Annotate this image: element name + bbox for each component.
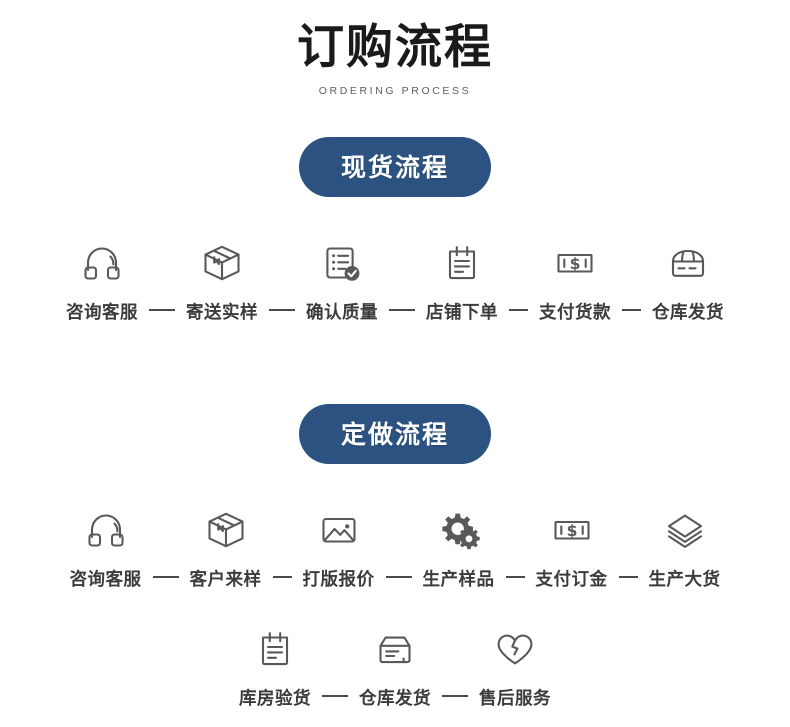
flow-step-warehouse-shipping-2[interactable]: 仓库发货 (339, 619, 451, 710)
flow-connector (269, 308, 295, 311)
page-title: 订购流程 (297, 20, 493, 75)
flow-step-label: 店铺下单 (426, 302, 498, 323)
package-box-icon (203, 500, 249, 560)
flow-step-send-sample[interactable]: 寄送实样 (166, 233, 278, 324)
heart-icon (492, 619, 538, 679)
flow-connector (385, 575, 412, 578)
headset-icon (79, 233, 125, 293)
clipboard-notepad-icon (252, 619, 298, 679)
flow-step-label: 打版报价 (302, 569, 375, 590)
svg-text:$: $ (570, 255, 581, 273)
flow-step-label: 库房验货 (239, 688, 311, 709)
flow-step-customer-sample[interactable]: 客户来样 (170, 500, 282, 591)
flow-step-label: 生产大货 (648, 569, 721, 590)
section-pill-custom-made[interactable]: 定做流程 (298, 403, 491, 464)
picture-image-icon (316, 500, 362, 560)
flow-step-label: 咨询客服 (69, 569, 142, 590)
flow-step-label: 仓库发货 (359, 688, 431, 709)
shipping-box-icon (372, 619, 418, 679)
flow-step-place-order[interactable]: 店铺下单 (406, 233, 518, 324)
checklist-document-icon (319, 233, 365, 293)
section-pill-in-stock[interactable]: 现货流程 (298, 136, 491, 197)
flow-step-label: 确认质量 (306, 302, 378, 323)
flow-step-pay-deposit[interactable]: $ 支付订金 (516, 500, 628, 591)
flow-step-label: 售后服务 (479, 688, 551, 709)
page-subtitle: ORDERING PROCESS (318, 84, 472, 97)
flow-step-label: 支付订金 (535, 569, 608, 590)
flow-connector (389, 308, 415, 311)
flow-connector (152, 575, 179, 578)
flow-step-warehouse-inspection[interactable]: 库房验货 (219, 619, 331, 710)
headset-icon (83, 500, 129, 560)
flow-step-label: 客户来样 (189, 569, 262, 590)
flow-step-warehouse-shipping[interactable]: 仓库发货 (632, 233, 744, 324)
flow-step-sample-quote[interactable]: 打版报价 (283, 500, 395, 591)
flow-row-in-stock: 咨询客服 寄送实样 (0, 233, 790, 324)
money-bill-icon: $ (549, 500, 595, 560)
flow-step-produce-sample[interactable]: 生产样品 (403, 500, 515, 591)
flow-step-label: 生产样品 (422, 569, 495, 590)
flow-step-label: 仓库发货 (652, 302, 724, 323)
flow-step-label: 支付货款 (539, 302, 611, 323)
flow-step-after-sales[interactable]: 售后服务 (459, 619, 571, 710)
svg-text:$: $ (566, 522, 577, 540)
flow-connector (505, 575, 525, 578)
flow-step-confirm-quality[interactable]: 确认质量 (286, 233, 398, 324)
package-box-icon (199, 233, 245, 293)
flow-connector (442, 694, 468, 697)
flow-connector (618, 575, 638, 578)
flow-row-custom-made-1: 咨询客服 客户来样 (0, 500, 790, 591)
flow-row-custom-made-2: 库房验货 仓库发货 售后服 (0, 619, 790, 710)
flow-connector (272, 575, 292, 578)
flow-step-label: 寄送实样 (186, 302, 258, 323)
flow-step-label: 咨询客服 (66, 302, 138, 323)
money-bill-icon: $ (552, 233, 598, 293)
layers-stack-icon (662, 500, 708, 560)
flow-step-consult-service[interactable]: 咨询客服 (46, 233, 158, 324)
gears-icon (436, 500, 482, 560)
clipboard-notepad-icon (439, 233, 485, 293)
flow-step-pay-goods[interactable]: $ 支付货款 (519, 233, 631, 324)
flow-connector (622, 308, 641, 311)
flow-step-bulk-production[interactable]: 生产大货 (629, 500, 741, 591)
flow-step-consult-service-2[interactable]: 咨询客服 (50, 500, 162, 591)
flow-connector (322, 694, 348, 697)
flow-connector (149, 308, 175, 311)
flow-connector (509, 308, 528, 311)
section-header-in-stock: 现货流程 (0, 136, 790, 197)
carton-box-icon (665, 233, 711, 293)
page-header: 订购流程 ORDERING PROCESS (0, 0, 790, 97)
section-header-custom-made: 定做流程 (0, 403, 790, 464)
